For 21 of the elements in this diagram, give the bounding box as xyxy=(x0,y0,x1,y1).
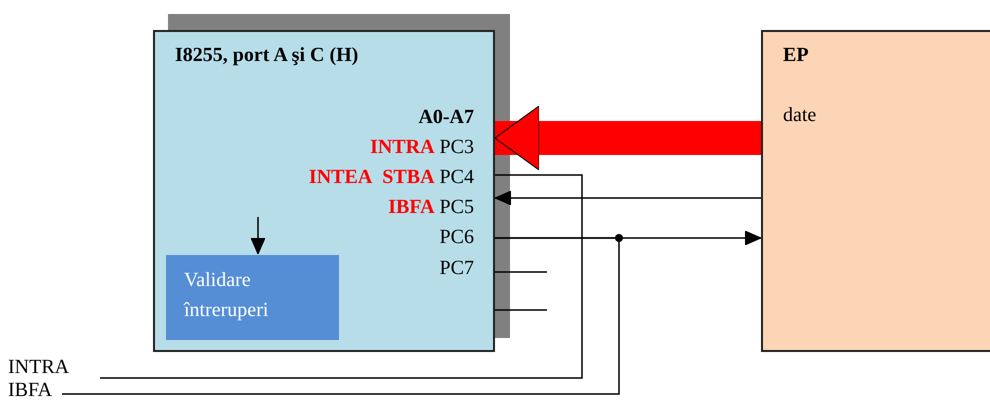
box-heading: I8255, port A şi C (H) xyxy=(175,44,358,67)
arrow xyxy=(250,217,266,254)
pin-label: A0-A7 xyxy=(346,102,496,132)
pin-label: INTRA PC3 xyxy=(301,132,496,162)
pin-label: INTEA STBA PC4 xyxy=(241,162,496,192)
signal-name: INTRA xyxy=(8,357,100,380)
box-heading: EP xyxy=(783,44,809,67)
wire xyxy=(62,237,620,395)
signal-name: IBFA xyxy=(8,380,62,400)
device-box xyxy=(761,30,990,352)
bus-arrow xyxy=(494,106,761,170)
wire xyxy=(100,174,583,379)
arrow xyxy=(494,190,761,206)
pin-label: IBFA PC5 xyxy=(301,192,496,222)
wire xyxy=(495,271,547,273)
interrupt-enable-box: Validare întreruperi xyxy=(166,255,339,340)
signal-label: date xyxy=(783,104,816,127)
pin-label: PC7 xyxy=(346,253,496,283)
wire xyxy=(495,309,547,311)
pin-label: PC6 xyxy=(346,222,496,252)
chip-box xyxy=(153,30,495,352)
